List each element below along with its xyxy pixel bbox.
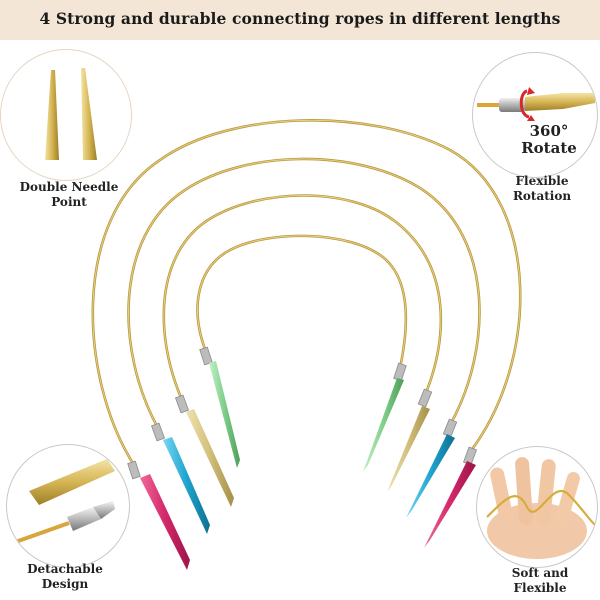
needle-pink-left	[140, 474, 190, 570]
feature-detachable-caption: Detachable Design	[27, 562, 103, 591]
needle-blue-left	[163, 437, 210, 534]
feature-rotation-circle: 360° Rotate	[472, 52, 598, 178]
feature-soft-caption: Soft and Flexible	[511, 566, 569, 595]
feature-detachable-circle	[6, 444, 130, 568]
needle-green-left	[209, 361, 240, 468]
header-banner	[0, 0, 600, 40]
detachable-connector-icon	[7, 459, 115, 547]
rotate-connector-icon	[477, 87, 595, 121]
page-title: 4 Strong and durable connecting ropes in…	[39, 9, 561, 28]
rotate-badge: 360° Rotate	[521, 122, 577, 157]
needle-gold-right	[387, 406, 430, 492]
feature-double-needle-circle	[0, 49, 132, 181]
cable-small	[196, 234, 408, 370]
needle-green-right	[363, 378, 404, 472]
feature-soft-circle	[476, 446, 598, 568]
needle-pink-right	[424, 461, 476, 548]
feature-double-needle-caption: Double Needle Point	[19, 180, 119, 209]
feature-rotation-caption: Flexible Rotation	[512, 174, 572, 203]
needle-tips-icon	[45, 68, 97, 160]
needle-gold-left	[186, 409, 234, 507]
hand-holding-cable-icon	[486, 457, 596, 559]
needle-blue-right	[406, 434, 455, 518]
